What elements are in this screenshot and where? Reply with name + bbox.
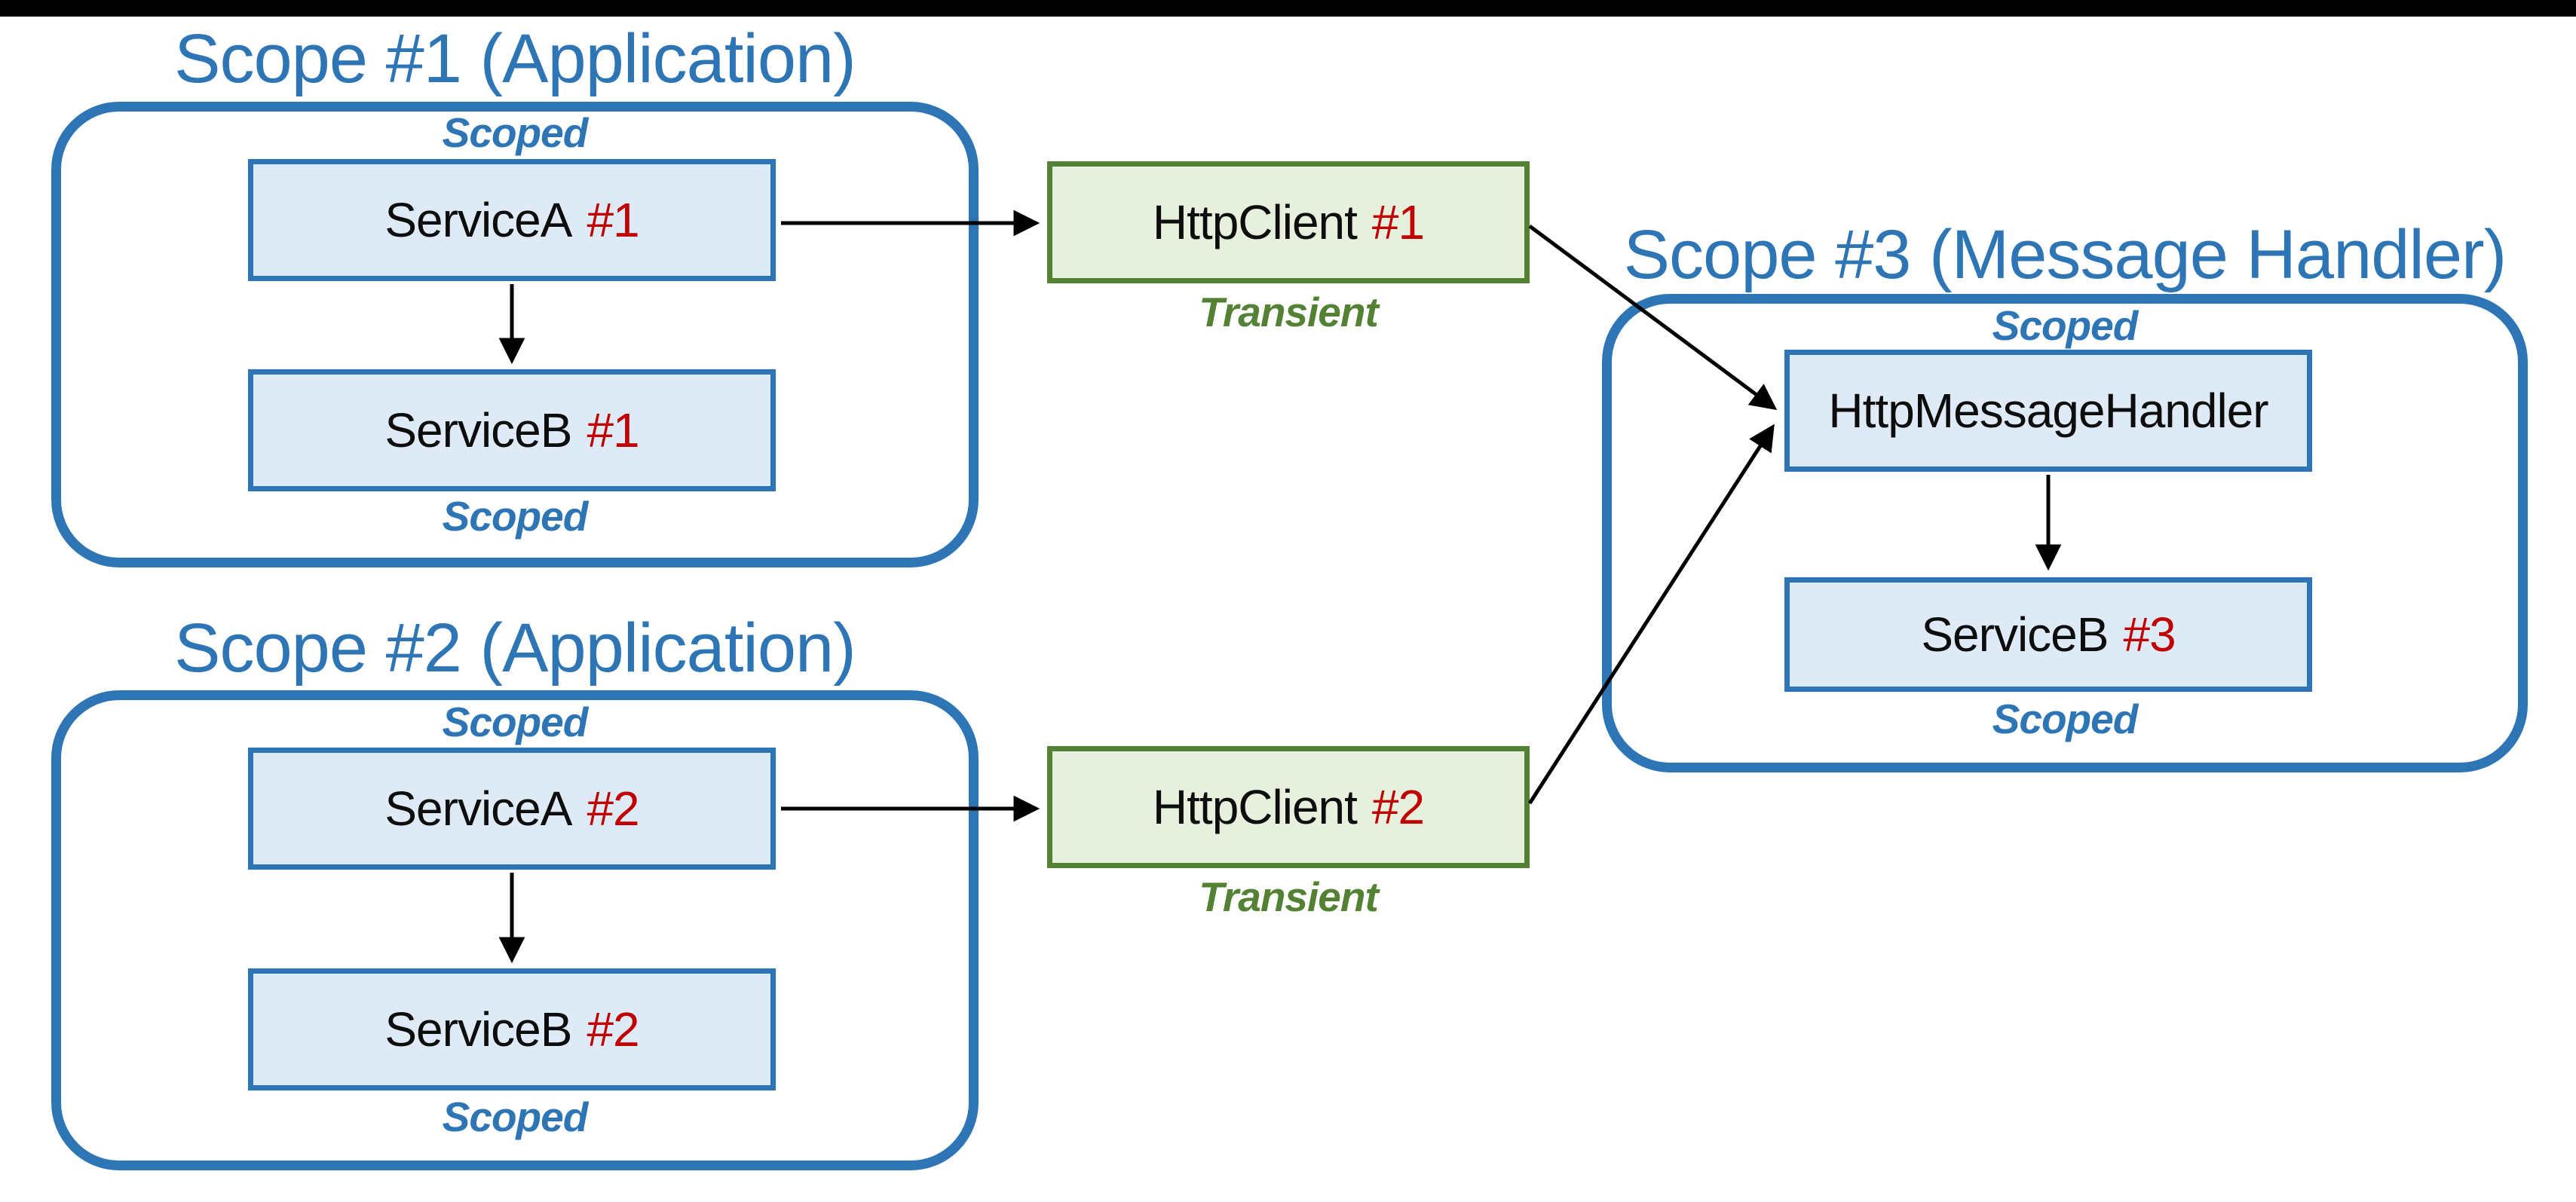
scope2-title: Scope #2 (Application): [174, 610, 856, 687]
top-black-bar: [0, 0, 2576, 17]
scope3-scoped-top-label: Scoped: [1992, 302, 2139, 349]
node-servicea-1: ServiceA #1: [248, 159, 776, 281]
scope1-title: Scope #1 (Application): [174, 20, 856, 97]
scope1-scoped-top-label: Scoped: [442, 109, 589, 156]
node-httpclient-1-instance: #1: [1371, 195, 1425, 249]
scope2-scoped-top-label: Scoped: [442, 699, 589, 745]
node-servicea-2: ServiceA #2: [248, 748, 776, 870]
scope1-container: [51, 102, 979, 567]
node-servicea-1-instance: #1: [587, 193, 639, 247]
node-servicea-2-name: ServiceA: [384, 781, 572, 836]
scope3-container: [1602, 294, 2528, 772]
node-httpclient-2-name: HttpClient: [1152, 780, 1358, 834]
scope2-scoped-bottom-label: Scoped: [442, 1093, 589, 1140]
scope3-scoped-bottom-label: Scoped: [1992, 696, 2139, 742]
node-serviceb-3: ServiceB #3: [1784, 577, 2312, 692]
node-httpclient-1-name: HttpClient: [1152, 195, 1358, 249]
node-serviceb-3-name: ServiceB: [1921, 607, 2109, 662]
httpclient-1-transient-label: Transient: [1199, 289, 1379, 335]
node-servicea-1-name: ServiceA: [384, 193, 572, 247]
node-serviceb-2-instance: #2: [587, 1002, 639, 1057]
node-serviceb-1: ServiceB #1: [248, 369, 776, 491]
scope1-scoped-bottom-label: Scoped: [442, 493, 589, 540]
httpclient-2-transient-label: Transient: [1199, 873, 1379, 920]
node-serviceb-3-instance: #3: [2123, 607, 2176, 662]
node-serviceb-2: ServiceB #2: [248, 968, 776, 1090]
node-httpmessagehandler-name: HttpMessageHandler: [1828, 384, 2268, 438]
node-serviceb-2-name: ServiceB: [384, 1002, 572, 1057]
node-serviceb-1-instance: #1: [587, 403, 639, 457]
node-httpclient-2: HttpClient #2: [1047, 746, 1530, 868]
node-httpclient-1: HttpClient #1: [1047, 161, 1530, 283]
node-httpmessagehandler: HttpMessageHandler: [1784, 350, 2312, 472]
scope3-title: Scope #3 (Message Handler): [1623, 216, 2507, 293]
node-servicea-2-instance: #2: [587, 781, 639, 836]
node-serviceb-1-name: ServiceB: [384, 403, 572, 457]
node-httpclient-2-instance: #2: [1371, 780, 1425, 834]
